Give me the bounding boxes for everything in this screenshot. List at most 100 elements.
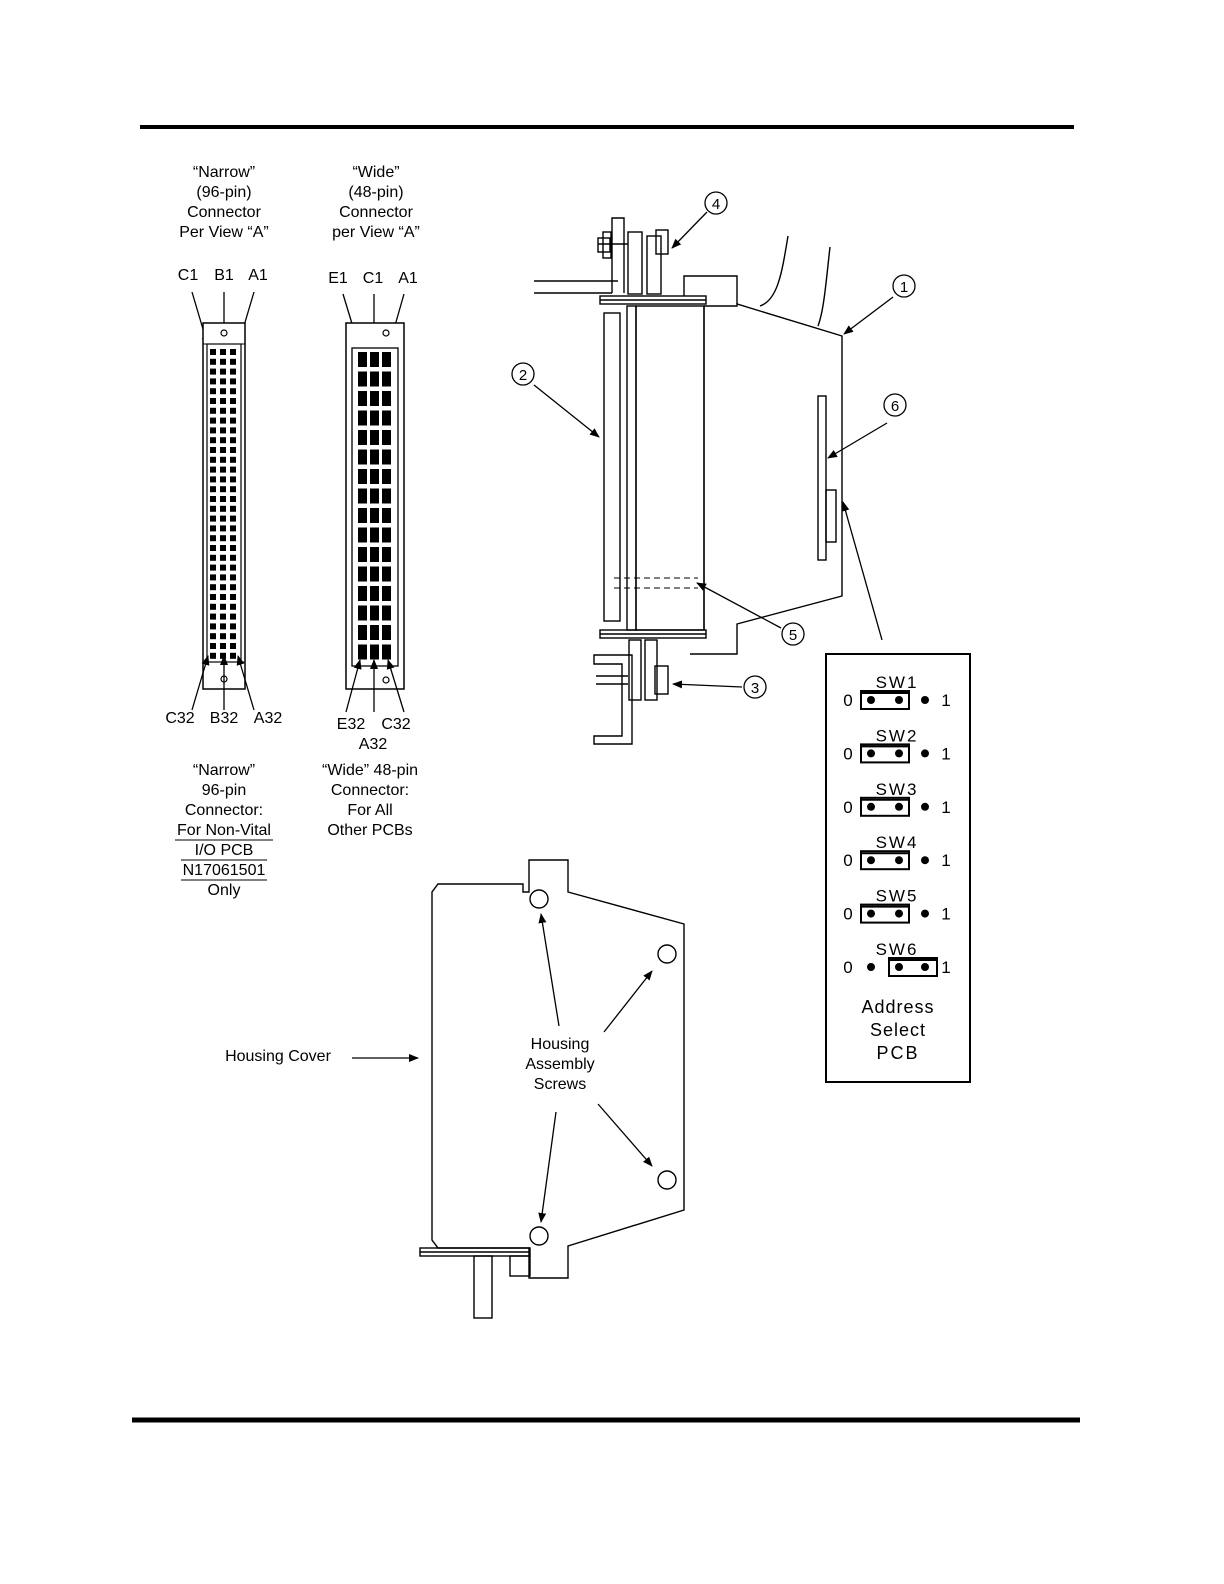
switch-zero-label: 0 <box>843 798 852 817</box>
wide-pin <box>382 410 391 426</box>
narrow-pin-a1: A1 <box>248 267 268 284</box>
narrow-pin <box>220 525 226 532</box>
narrow-pin <box>230 496 236 502</box>
narrow-pin <box>210 545 216 551</box>
narrow-pin <box>210 633 216 640</box>
callout-1: 1 <box>843 274 916 335</box>
narrow-pin <box>230 564 236 571</box>
callout-2: 2 <box>511 362 600 438</box>
switch-zero-label: 0 <box>843 744 852 763</box>
narrow-connector: “Narrow” (96-pin) Connector Per View “A”… <box>165 164 282 899</box>
callout-6-label: 6 <box>891 398 899 415</box>
wide-caption-line-3: For All <box>347 802 392 819</box>
narrow-pin <box>210 456 216 463</box>
wide-pin <box>382 586 391 601</box>
narrow-pin <box>210 417 216 424</box>
narrow-pin <box>220 447 226 453</box>
wide-pin <box>358 430 367 445</box>
callout-4-label: 4 <box>712 196 720 213</box>
narrow-pin-b1: B1 <box>214 267 234 284</box>
narrow-pin <box>220 456 226 463</box>
narrow-pin <box>220 476 226 483</box>
wide-pin-a1: A1 <box>398 270 418 287</box>
callout-5-label: 5 <box>789 627 797 644</box>
switch-one-label: 1 <box>941 691 950 710</box>
narrow-pin <box>230 594 236 600</box>
switch-pin <box>895 856 903 865</box>
narrow-pin <box>220 437 226 444</box>
wide-pin <box>370 508 379 523</box>
narrow-pin <box>230 368 236 375</box>
wide-title-line-4: per View “A” <box>332 224 420 241</box>
switch-pin <box>895 696 903 704</box>
switch-label: SW3 <box>876 780 919 799</box>
narrow-pin <box>210 613 216 620</box>
wide-pin <box>358 625 367 640</box>
wide-title-line-2: (48-pin) <box>348 184 403 201</box>
screw-top-right <box>657 944 677 964</box>
wide-pin <box>382 371 391 387</box>
switch-zero-label: 0 <box>843 905 852 924</box>
narrow-pin <box>220 417 226 424</box>
wide-pin-grid <box>358 352 391 660</box>
narrow-pin <box>230 456 236 463</box>
wide-pin <box>370 566 379 582</box>
narrow-pin <box>220 613 226 620</box>
narrow-pin <box>230 407 236 414</box>
wide-pin <box>370 547 379 562</box>
wide-pin <box>358 566 367 582</box>
wide-pin <box>382 469 391 484</box>
wide-pin <box>358 449 367 465</box>
narrow-pin <box>210 643 216 649</box>
narrow-pin <box>230 417 236 424</box>
narrow-pin <box>220 652 226 659</box>
narrow-pin <box>230 633 236 640</box>
wide-pin <box>358 488 367 504</box>
wide-pin <box>370 527 379 543</box>
wide-pin-c1: C1 <box>363 270 384 287</box>
wide-pin <box>370 430 379 445</box>
narrow-pin <box>230 643 236 649</box>
address-title-line-3: PCB <box>876 1043 919 1063</box>
housing-cover <box>419 859 685 1319</box>
narrow-pin <box>230 603 236 610</box>
narrow-pin <box>220 466 226 473</box>
narrow-pin <box>220 388 226 395</box>
wide-pin <box>370 371 379 387</box>
narrow-pin <box>210 407 216 414</box>
narrow-pin <box>210 584 216 591</box>
narrow-pin <box>210 349 216 355</box>
narrow-pin <box>210 388 216 395</box>
narrow-pin <box>220 574 226 581</box>
narrow-caption-line-6: N17061501 <box>183 862 266 879</box>
wide-pin-e1: E1 <box>328 270 348 287</box>
wide-pin <box>370 586 379 601</box>
narrow-pin <box>230 535 236 542</box>
narrow-pin <box>220 496 226 502</box>
wide-pin <box>370 410 379 426</box>
narrow-pin <box>230 554 236 561</box>
narrow-pin <box>210 594 216 600</box>
callout-4: 4 <box>671 191 728 249</box>
narrow-pin <box>220 643 226 649</box>
switch-pin <box>921 963 929 971</box>
narrow-pin <box>220 378 226 385</box>
narrow-pin <box>220 554 226 561</box>
switch-pin <box>895 802 903 811</box>
narrow-pin <box>210 476 216 483</box>
narrow-title-line-2: (96-pin) <box>196 184 251 201</box>
wide-pin <box>370 352 379 367</box>
narrow-pin-a32: A32 <box>254 710 283 727</box>
narrow-pin <box>210 486 216 493</box>
wide-pin <box>358 605 367 621</box>
jumper-shunt <box>888 957 938 977</box>
switch-zero-label: 0 <box>843 958 852 977</box>
wide-pin <box>358 410 367 426</box>
wide-pin <box>382 391 391 406</box>
screws-label-line-1: Housing <box>531 1036 590 1053</box>
